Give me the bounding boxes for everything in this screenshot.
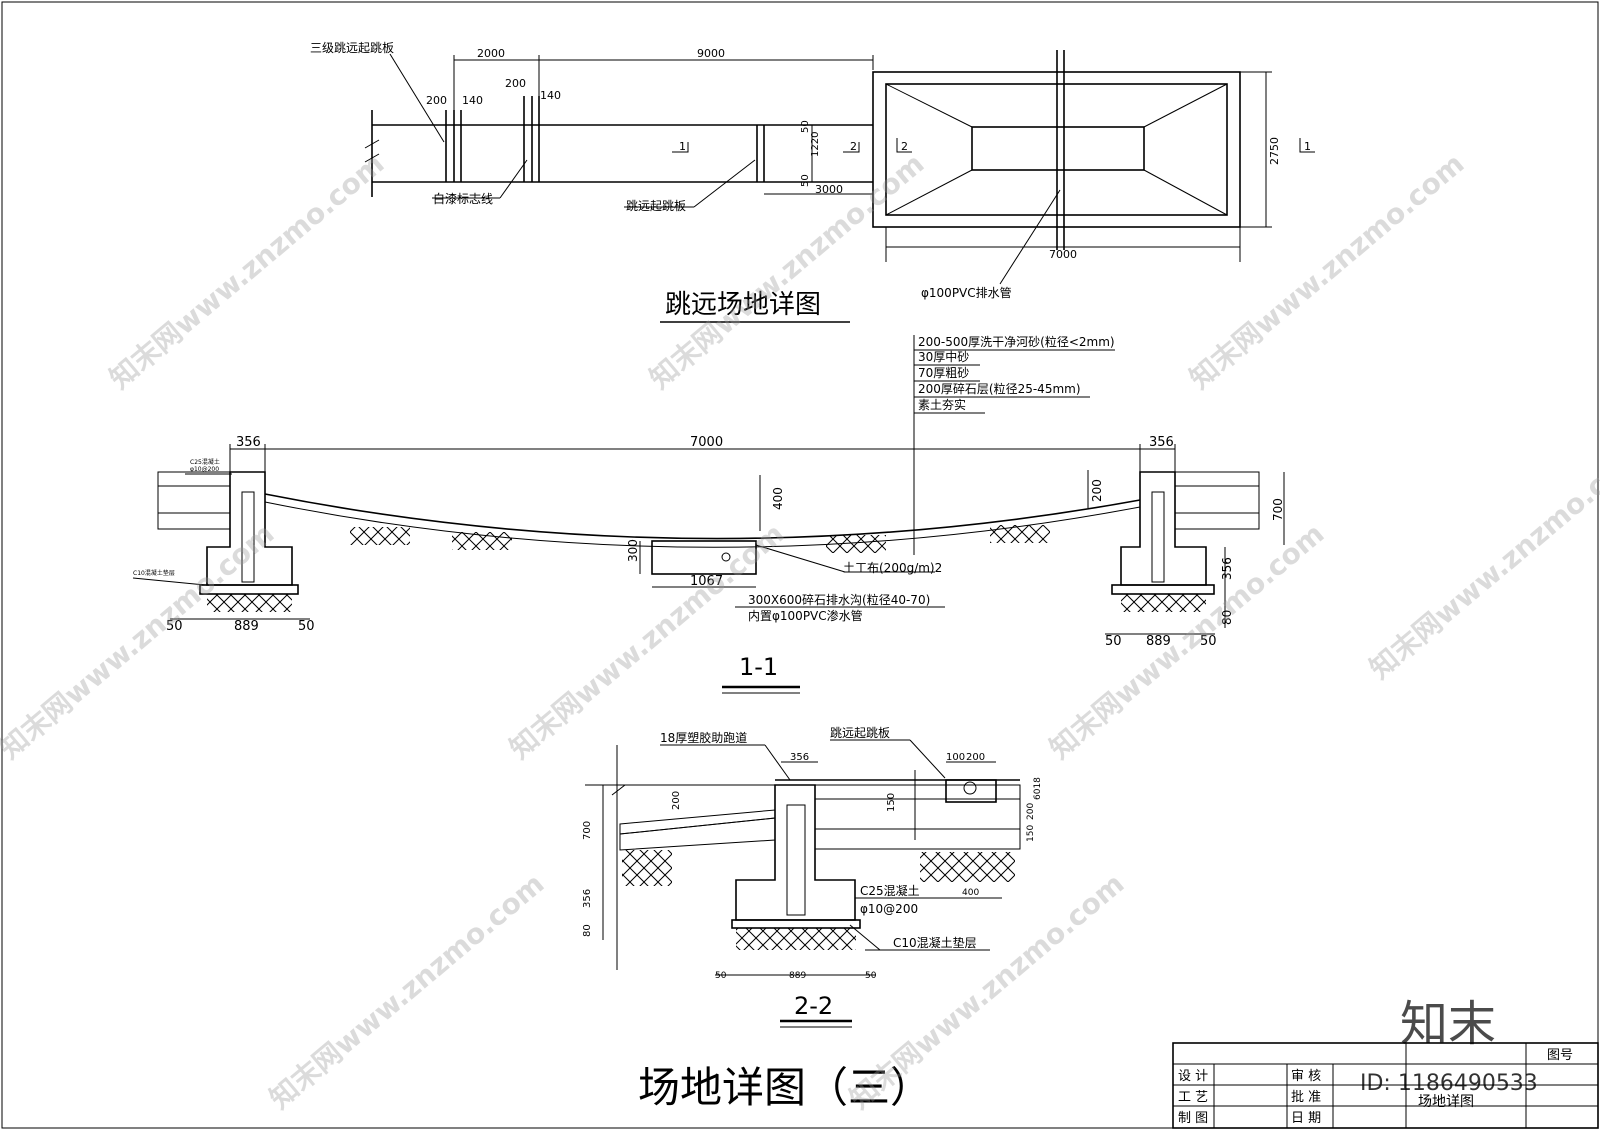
- dim-50b: 50: [800, 174, 811, 187]
- dim-2000: 2000: [477, 47, 505, 60]
- dim-3000: 3000: [815, 183, 843, 196]
- dim-r50b: 50: [1200, 634, 1217, 649]
- layer-3: 70厚粗砂: [918, 366, 969, 380]
- dim-200c: 200: [1026, 803, 1036, 820]
- label-rebar: φ10@200: [190, 466, 219, 473]
- title-block: 图号 设 计 审 核 工 艺 批 准 制 图 日 期 场地详图: [1172, 1042, 1599, 1129]
- dim-100: 100: [946, 752, 965, 763]
- watermark: 知末网www.znzmo.com: [643, 147, 930, 395]
- label-c10-22: C10混凝土垫层: [893, 935, 977, 950]
- dim-700-22: 700: [582, 821, 593, 840]
- label-geotextile: 土工布(200g/m)2: [843, 561, 942, 575]
- dim-200a: 200: [426, 94, 447, 107]
- id-watermark: ID: 1186490533: [1360, 1071, 1538, 1096]
- section-2-2: 700 356 80 200 150 6018 150 200 356 100 …: [582, 726, 1043, 1028]
- section11-title: 1-1: [739, 653, 778, 681]
- plan-title: 跳远场地详图: [665, 290, 821, 320]
- dim-356-top: 356: [790, 752, 809, 763]
- watermark: 知末网www.znzmo.com: [103, 147, 390, 395]
- dim-6018: 6018: [1033, 777, 1043, 800]
- section22-title: 2-2: [794, 992, 833, 1020]
- dim-356-22: 356: [582, 889, 593, 908]
- label-drain-trench: 300X600碎石排水沟(粒径40-70): [748, 592, 930, 607]
- dim-300: 300: [626, 539, 640, 562]
- tb-draw: 制 图: [1178, 1111, 1208, 1126]
- tb-craft: 工 艺: [1178, 1090, 1208, 1105]
- dim-left-356: 356: [236, 435, 261, 450]
- label-c25: C25混凝土: [190, 458, 220, 466]
- dim-150b: 150: [1026, 825, 1036, 842]
- layer-1: 200-500厚洗干净河砂(粒径<2mm): [918, 334, 1115, 349]
- tb-fig-no: 图号: [1547, 1048, 1573, 1063]
- dim-9000: 9000: [697, 47, 725, 60]
- label-c25-22: C25混凝土: [860, 883, 920, 898]
- label-drain-pipe: φ100PVC排水管: [921, 285, 1012, 300]
- dim-b50b: 50: [865, 971, 877, 981]
- section-mark-1a: 1: [679, 140, 686, 153]
- dim-l889: 889: [234, 619, 259, 634]
- dim-r356: 356: [1220, 557, 1234, 580]
- dim-l50a: 50: [166, 619, 183, 634]
- tb-name: 场地详图: [1418, 1094, 1474, 1110]
- dim-200a-22: 200: [671, 791, 682, 810]
- dim-140a: 140: [462, 94, 483, 107]
- section-mark-2b: 2: [901, 140, 908, 153]
- dim-1220: 1220: [810, 132, 821, 157]
- label-takeoff-board: 跳远起跳板: [626, 199, 686, 213]
- dim-7000: 7000: [1049, 248, 1077, 261]
- dim-b889: 889: [789, 971, 806, 981]
- tb-design: 设 计: [1178, 1069, 1208, 1084]
- section-mark-1b: 1: [1304, 140, 1311, 153]
- dim-200: 200: [1090, 479, 1104, 502]
- logo-watermark: 知末: [1400, 996, 1496, 1052]
- layer-4: 200厚碎石层(粒径25-45mm): [918, 381, 1081, 396]
- label-takeoff-board-22: 跳远起跳板: [830, 726, 890, 740]
- dim-l50b: 50: [298, 619, 315, 634]
- dim-b50a: 50: [715, 971, 727, 981]
- watermark: 知末网www.znzmo.com: [1043, 517, 1330, 765]
- label-pvc-pipe: 内置φ100PVC渗水管: [748, 608, 863, 623]
- dim-r889: 889: [1146, 634, 1171, 649]
- label-white-line: 白漆标志线: [433, 191, 493, 206]
- section-1-1: 200-500厚洗干净河砂(粒径<2mm) 30厚中砂 70厚粗砂 200厚碎石…: [132, 334, 1285, 694]
- watermark: 知末网www.znzmo.com: [503, 517, 790, 765]
- dim-r50a: 50: [1105, 634, 1122, 649]
- dim-140b: 140: [540, 89, 561, 102]
- plan-view: 2000 9000 200 140 200 140 50 1220 50 300…: [310, 41, 1315, 323]
- watermark: 知末网www.znzmo.com: [263, 867, 550, 1115]
- tb-review: 审 核: [1291, 1069, 1321, 1084]
- label-track: 18厚塑胶助跑道: [660, 730, 747, 745]
- dim-400: 400: [771, 487, 785, 510]
- dim-1067: 1067: [690, 574, 723, 589]
- dim-span-7000: 7000: [690, 435, 723, 450]
- label-c10: C10混凝土垫层: [133, 569, 175, 577]
- tb-approve: 批 准: [1291, 1090, 1321, 1105]
- label-rebar-22: φ10@200: [860, 902, 918, 916]
- layer-5: 素土夯实: [918, 397, 966, 412]
- section-mark-2a: 2: [850, 140, 857, 153]
- tb-date: 日 期: [1291, 1111, 1321, 1126]
- layer-2: 30厚中砂: [918, 349, 969, 364]
- dim-150-22: 150: [886, 793, 897, 812]
- dim-r80: 80: [1220, 610, 1234, 625]
- label-triple-jump-board: 三级跳远起跳板: [310, 41, 394, 55]
- sheet-title: 场地详图（三）: [638, 1063, 932, 1112]
- dim-700: 700: [1271, 498, 1285, 521]
- watermark: 知末网www.znzmo.com: [1363, 437, 1600, 685]
- dim-right-356: 356: [1149, 435, 1174, 450]
- dim-200b: 200: [505, 77, 526, 90]
- dim-2750: 2750: [1268, 137, 1281, 165]
- dim-80-22: 80: [582, 924, 593, 937]
- dim-50a: 50: [800, 120, 811, 133]
- dim-400-22: 400: [962, 888, 979, 898]
- watermark: 知末网www.znzmo.com: [0, 517, 280, 765]
- dim-200b-top: 200: [966, 752, 985, 763]
